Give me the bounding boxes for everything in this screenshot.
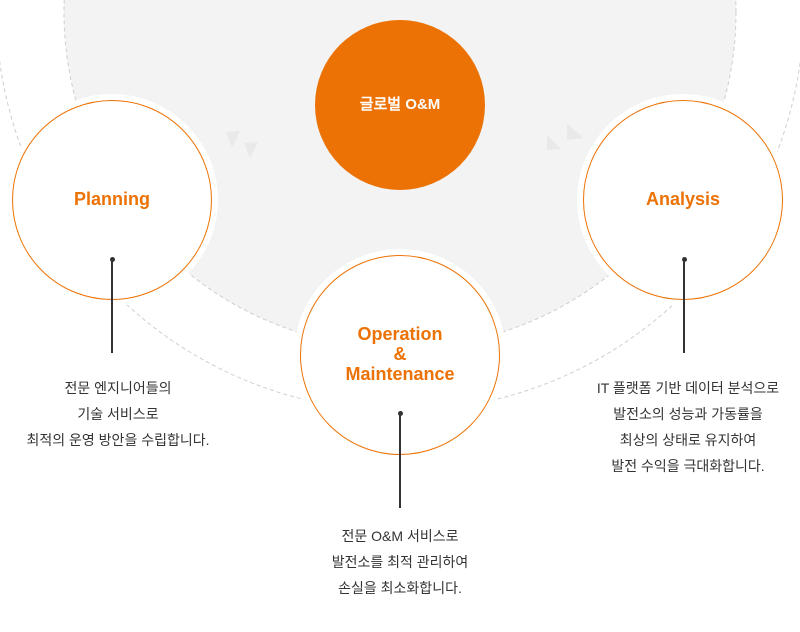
analysis-connector-line — [683, 260, 685, 353]
center-node-global-om: 글로벌 O&M — [315, 20, 485, 190]
analysis-description: IT 플랫폼 기반 데이터 분석으로 발전소의 성능과 가동률을 최상의 상태로… — [596, 380, 780, 474]
planning-description: 전문 엔지니어들의 기술 서비스로 최적의 운영 방안을 수립합니다. — [26, 380, 210, 448]
analysis-connector-dot — [681, 257, 687, 262]
center-node-label: 글로벌 O&M — [359, 96, 441, 113]
flow-arrow-left-icon — [226, 131, 258, 158]
node-planning-title: Planning — [74, 189, 150, 209]
operation-connector-dot — [397, 411, 403, 416]
operation-description: 전문 O&M 서비스로 발전소를 최적 관리하여 손실을 최소화합니다. — [331, 528, 469, 596]
node-operation-title-line2: & — [393, 344, 407, 364]
node-operation-title-line1: Operation — [357, 324, 443, 344]
planning-connector-line — [111, 260, 113, 353]
operation-connector-line — [399, 414, 401, 508]
node-analysis-title: Analysis — [645, 189, 721, 209]
planning-connector-dot — [109, 257, 115, 262]
node-operation-title-line3: Maintenance — [345, 364, 455, 384]
flow-arrow-right-icon — [547, 123, 583, 150]
